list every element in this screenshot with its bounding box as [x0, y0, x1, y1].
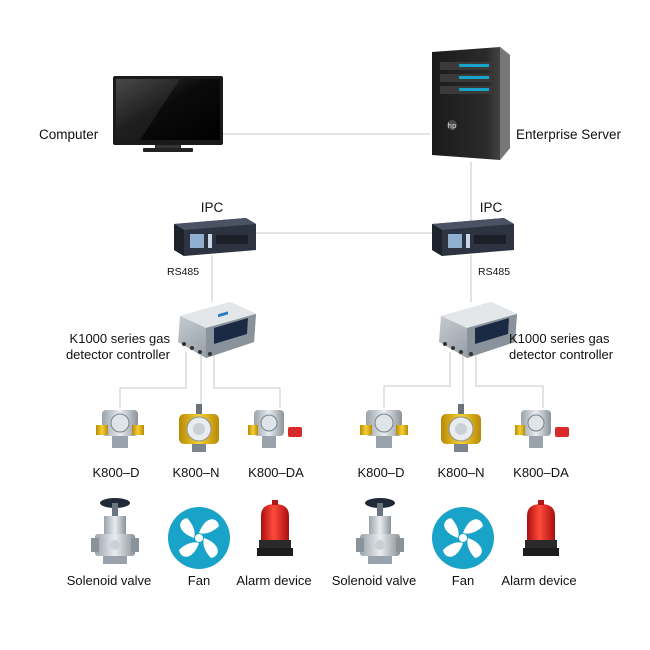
device-label: Fan [187, 573, 211, 588]
alarm-beacon-icon [257, 500, 293, 556]
device-label: Fan [451, 573, 475, 588]
alarm-beacon-icon [523, 500, 559, 556]
server-tower-icon: hp [432, 47, 510, 160]
fan-icon [168, 507, 230, 569]
rs485-label-left: RS485 [167, 266, 200, 278]
gas-detector-da-icon [248, 410, 302, 448]
ipc-label-left: IPC [200, 200, 224, 215]
gas-detector-controller-icon [178, 302, 256, 358]
server-label: Enterprise Server [516, 127, 622, 142]
gas-detector-controller-icon [439, 302, 517, 358]
controller-label-left-line2: detector controller [65, 347, 170, 362]
gas-detector-da-icon [515, 410, 569, 448]
gas-detector-d-icon [96, 410, 144, 448]
controller-label-right-line1: K1000 series gas [509, 331, 610, 346]
svg-text:hp: hp [448, 122, 457, 130]
device-label: Solenoid valve [66, 573, 152, 588]
gas-detector-d-icon [360, 410, 408, 448]
controller-label-left-line1: K1000 series gas [69, 331, 170, 346]
gas-detector-n-icon [179, 404, 219, 452]
device-label: Solenoid valve [331, 573, 417, 588]
ipc-rack-unit-icon [174, 218, 256, 256]
detector-label: K800–D [357, 465, 405, 480]
solenoid-valve-icon [356, 498, 404, 564]
detector-label: K800–D [92, 465, 140, 480]
detector-label: K800–N [437, 465, 485, 480]
controller-label-left: K1000 series gas detector controller [42, 331, 170, 363]
gas-detector-n-icon [441, 404, 481, 452]
controller-label-right: K1000 series gas detector controller [509, 331, 613, 363]
monitor-icon [113, 76, 223, 152]
fan-icon [432, 507, 494, 569]
detector-label: K800–N [172, 465, 220, 480]
ipc-rack-unit-icon [432, 218, 514, 256]
solenoid-valve-icon [91, 498, 139, 564]
connector-lines [119, 133, 544, 408]
detector-label: K800–DA [248, 465, 304, 480]
computer-label: Computer [39, 127, 99, 142]
ipc-label-right: IPC [479, 200, 503, 215]
detector-label: K800–DA [513, 465, 569, 480]
device-label: Alarm device [501, 573, 577, 588]
device-label: Alarm device [236, 573, 312, 588]
rs485-label-right: RS485 [478, 266, 511, 278]
controller-label-right-line2: detector controller [509, 347, 614, 362]
